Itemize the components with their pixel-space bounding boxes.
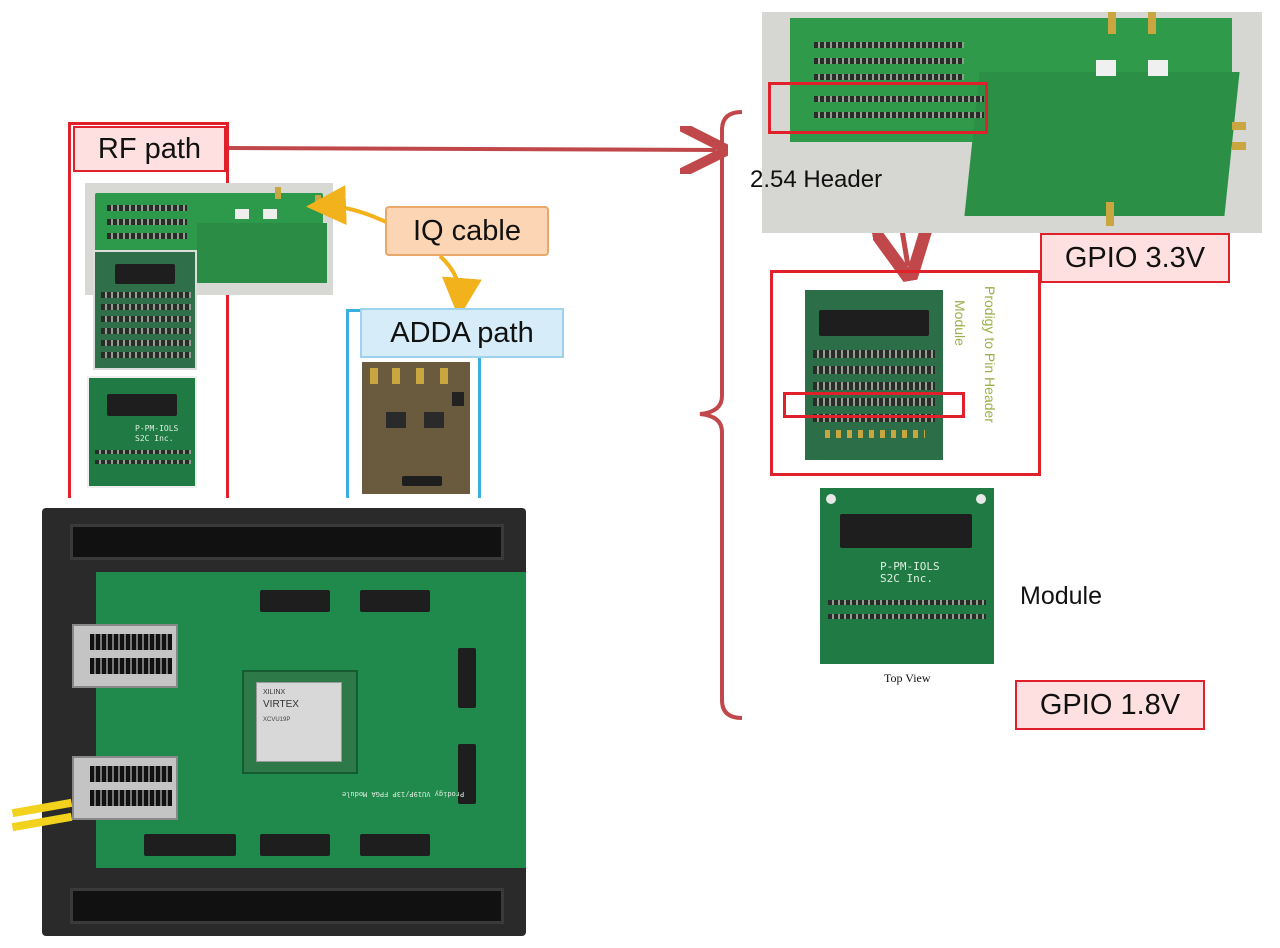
iq-arrow-to-adda <box>438 254 482 318</box>
fpga-brand: XILINX <box>263 689 286 696</box>
top-view-caption: Top View <box>884 671 931 685</box>
iq-cable-label: IQ cable <box>385 206 549 256</box>
fpga-family: VIRTEX <box>263 699 299 710</box>
right-bracket <box>699 110 743 720</box>
gpio-18-label: GPIO 1.8V <box>1015 680 1205 730</box>
rf-path-frame-left <box>68 122 71 498</box>
rf-path-label: RF path <box>73 126 226 172</box>
rotated-prodigy-text: Prodigy to Pin Header <box>982 286 998 423</box>
header-254-label: 2.54 Header <box>750 166 883 193</box>
iols-silk-1: P-PM-IOLS <box>880 560 940 573</box>
fpga-board-silk: Prodigy VU19P/13P FPGA Module <box>342 790 465 798</box>
header-highlight-frame <box>768 82 988 134</box>
rf-path-frame-top <box>68 122 229 125</box>
module-label: Module <box>1020 582 1102 610</box>
rf-iols-module-photo: P-PM-IOLS S2C Inc. <box>87 376 197 488</box>
adda-board-photo <box>362 362 470 494</box>
rotated-module-text: Module <box>952 300 968 346</box>
rf-module-silk-1: P-PM-IOLS <box>135 424 179 433</box>
pinheader-row-highlight <box>783 392 965 418</box>
adda-path-label: ADDA path <box>360 308 564 358</box>
rf-path-arrow <box>228 148 716 150</box>
rf-module-silk-2: S2C Inc. <box>135 434 174 443</box>
rf-board-photo <box>85 183 333 295</box>
iols-silk-2: S2C Inc. <box>880 572 933 585</box>
fpga-board-photo: XILINX VIRTEX XCVU19P Prodigy VU19P/13P … <box>11 508 526 936</box>
rf-path-frame-right <box>226 122 229 498</box>
rf-board-top-photo <box>762 12 1262 233</box>
gpio-33-label: GPIO 3.3V <box>1040 233 1230 283</box>
pinheader-module-photo <box>805 290 943 460</box>
iols-module-photo: P-PM-IOLS S2C Inc. <box>820 488 994 664</box>
iq-arrow-to-rf-board <box>306 185 387 226</box>
fpga-part: XCVU19P <box>263 717 291 723</box>
pinheader-module-frame <box>770 270 1041 476</box>
rf-pinheader-module-photo <box>93 250 197 370</box>
